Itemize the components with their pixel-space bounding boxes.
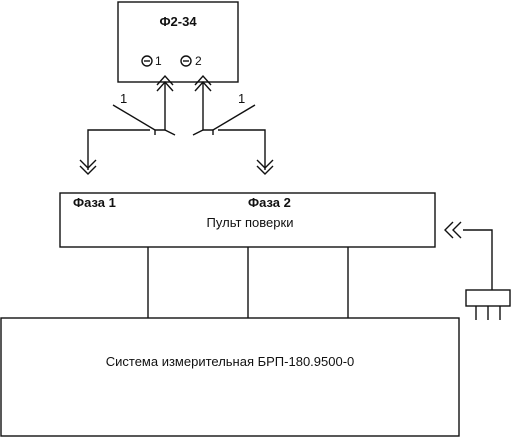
measuring-system: Система измерительная БРП-180.9500-0 (0, 317, 460, 437)
output-1-connector-icon (141, 55, 153, 67)
device-box (117, 1, 239, 83)
system-title: Система измерительная БРП-180.9500-0 (106, 354, 355, 369)
output-2-label: 2 (195, 54, 202, 68)
system-box (0, 317, 460, 437)
cable-2: 1 (192, 82, 266, 170)
panel-power-socket-icon (444, 221, 462, 239)
device-title: Ф2-34 (159, 14, 197, 29)
panel-input-1-socket-icon (79, 159, 97, 175)
power-plug-icon (465, 289, 511, 320)
panel-phase-1-label: Фаза 1 (73, 195, 116, 210)
panel-phase-2-label: Фаза 2 (248, 195, 291, 210)
output-2-connector-icon (180, 55, 192, 67)
cable-2-label: 1 (238, 91, 245, 106)
verification-panel: Фаза 1 Фаза 2 Пульт поверки (59, 192, 436, 248)
panel-title: Пульт поверки (207, 215, 294, 230)
device-f2-34: Ф2-34 1 2 (117, 1, 239, 83)
output-1-label: 1 (155, 54, 162, 68)
cable-1-label: 1 (120, 91, 127, 106)
panel-box (59, 192, 436, 248)
power-cable (463, 229, 493, 290)
cable-1: 1 (87, 82, 176, 170)
panel-system-links (147, 247, 349, 318)
panel-input-2-socket-icon (256, 159, 274, 175)
